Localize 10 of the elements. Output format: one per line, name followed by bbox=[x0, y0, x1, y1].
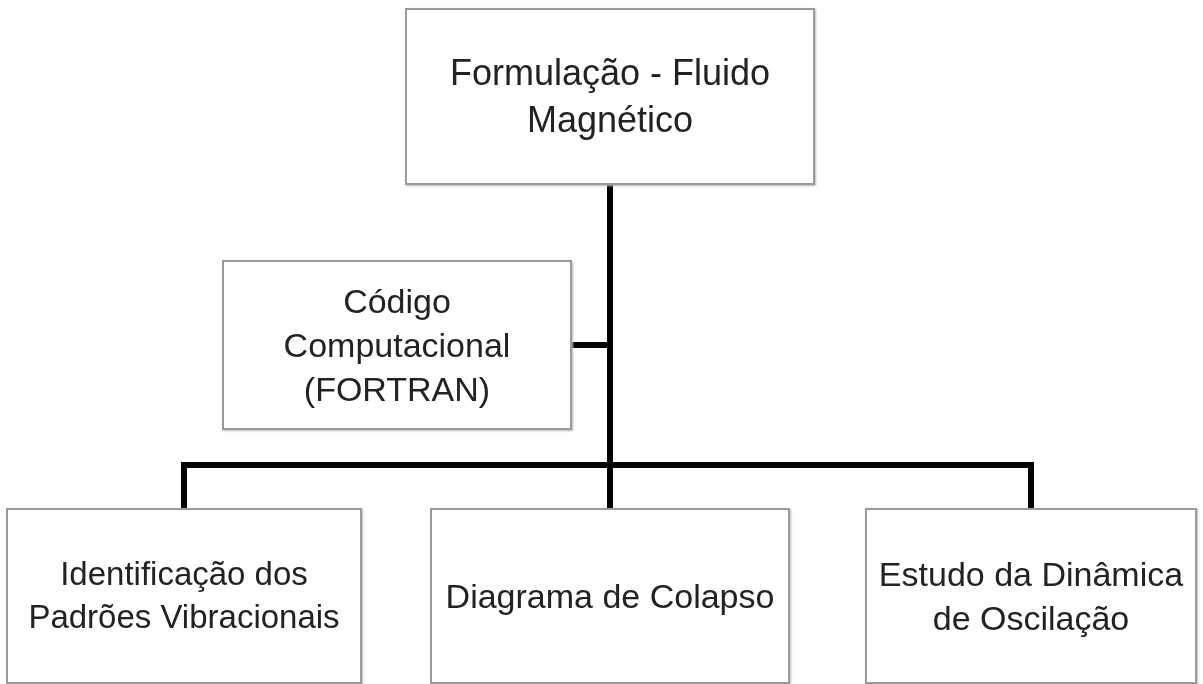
process-box bbox=[865, 508, 1197, 684]
process-box bbox=[405, 8, 815, 185]
process-box bbox=[430, 508, 790, 684]
box-label: Código Computacional (FORTRAN) bbox=[282, 280, 512, 411]
box-label: Diagrama de Colapso bbox=[445, 575, 775, 617]
box-label: Formulação - Fluido Magnético bbox=[448, 50, 772, 142]
process-box bbox=[6, 508, 362, 684]
box-label: Identificação dos Padrões Vibracionais bbox=[27, 554, 341, 637]
process-box bbox=[222, 260, 572, 430]
box-label: Estudo da Dinâmica de Oscilação bbox=[877, 553, 1185, 639]
